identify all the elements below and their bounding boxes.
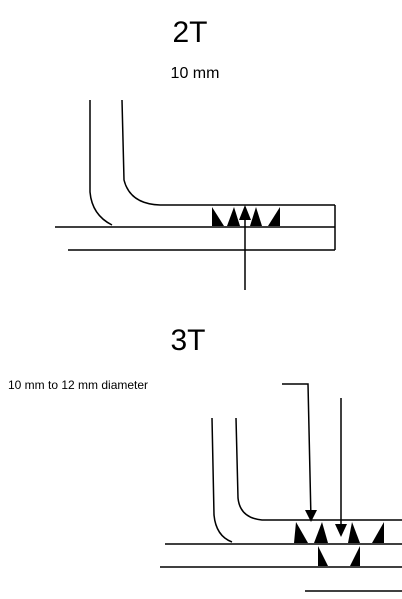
clinch-mark-3t-lower-2 <box>350 546 360 566</box>
clinch-mark-3t-upper-1 <box>294 522 308 543</box>
bent-plate-inner-line <box>121 99 335 206</box>
diagram-2t: 2T 10 mm <box>55 16 336 290</box>
bent-plate-outer-line-3t <box>211 417 233 543</box>
diameter-leader-arrowhead <box>305 510 317 522</box>
punch-arrow-head <box>239 205 251 220</box>
clinch-mark-right-inner <box>250 207 262 226</box>
diameter-leader-line <box>282 383 312 521</box>
punch-arrow-head-3t <box>335 524 347 537</box>
bent-plate-inner-line-3t <box>235 417 402 521</box>
clinch-mark-right-outer <box>268 207 280 226</box>
diagram-2t-title: 2T <box>172 16 207 49</box>
clinch-mark-3t-upper-2 <box>314 522 328 543</box>
clinch-mark-3t-upper-3 <box>348 522 360 543</box>
bent-plate-outer-line <box>89 100 113 226</box>
diagram-3t: 3T 10 mm to 12 mm diameter <box>8 324 402 592</box>
clinch-mark-3t-lower-1 <box>318 546 328 566</box>
clinch-mark-left-inner <box>227 207 240 226</box>
clinch-mark-left-outer <box>212 207 224 226</box>
clinch-mark-3t-upper-4 <box>372 522 384 543</box>
diagram-3t-annotation: 10 mm to 12 mm diameter <box>8 378 148 392</box>
diagram-3t-title: 3T <box>170 324 205 357</box>
diagram-2t-subtitle: 10 mm <box>171 65 220 82</box>
